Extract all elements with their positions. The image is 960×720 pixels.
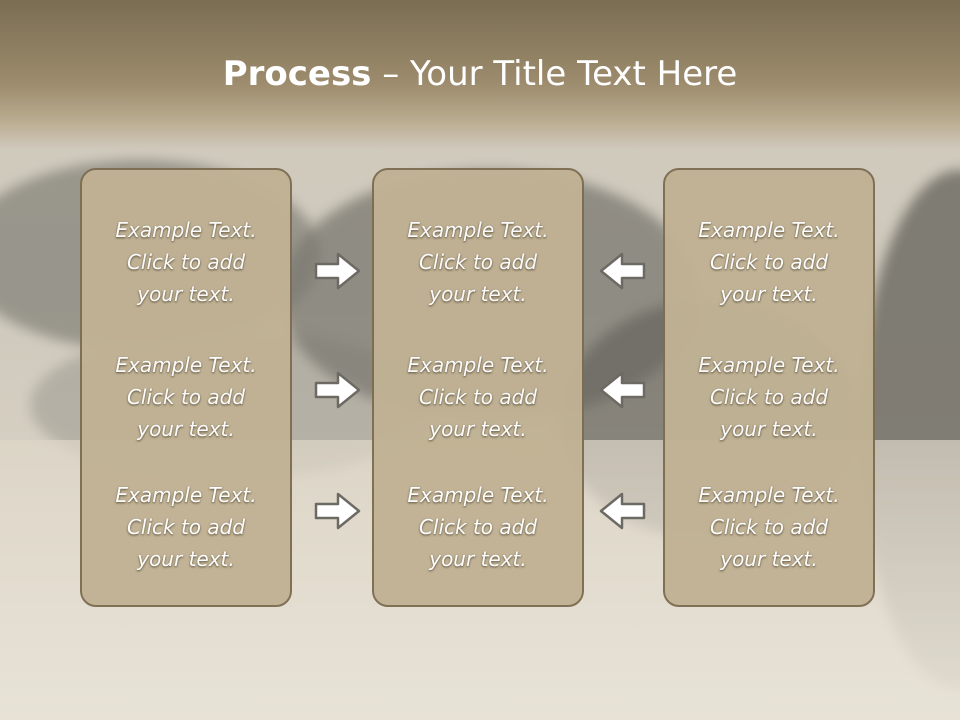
text-block[interactable]: Example Text. Click to add your text.	[407, 483, 549, 571]
text-block[interactable]: Example Text. Click to add your text.	[407, 218, 549, 306]
text-block[interactable]: Example Text. Click to add your text.	[115, 353, 257, 441]
title-bold: Process	[222, 54, 372, 94]
left-arrow-icon[interactable]	[598, 251, 646, 291]
right-arrow-icon[interactable]	[314, 491, 362, 531]
title-banner	[0, 0, 960, 150]
text-block[interactable]: Example Text. Click to add your text.	[115, 218, 257, 306]
slide-title[interactable]: Process – Your Title Text Here	[0, 52, 960, 96]
title-rest: – Your Title Text Here	[371, 54, 738, 94]
right-arrow-icon[interactable]	[314, 251, 362, 291]
text-block[interactable]: Example Text. Click to add your text.	[115, 483, 257, 571]
left-arrow-icon[interactable]	[598, 370, 646, 410]
text-block[interactable]: Example Text. Click to add your text.	[698, 483, 840, 571]
text-block[interactable]: Example Text. Click to add your text.	[407, 353, 549, 441]
right-arrow-icon[interactable]	[314, 370, 362, 410]
text-block[interactable]: Example Text. Click to add your text.	[698, 353, 840, 441]
text-block[interactable]: Example Text. Click to add your text.	[698, 218, 840, 306]
center-column-box[interactable]: Example Text. Click to add your text. Ex…	[372, 168, 584, 607]
left-column-box[interactable]: Example Text. Click to add your text. Ex…	[80, 168, 292, 607]
left-arrow-icon[interactable]	[598, 491, 646, 531]
right-column-box[interactable]: Example Text. Click to add your text. Ex…	[663, 168, 875, 607]
